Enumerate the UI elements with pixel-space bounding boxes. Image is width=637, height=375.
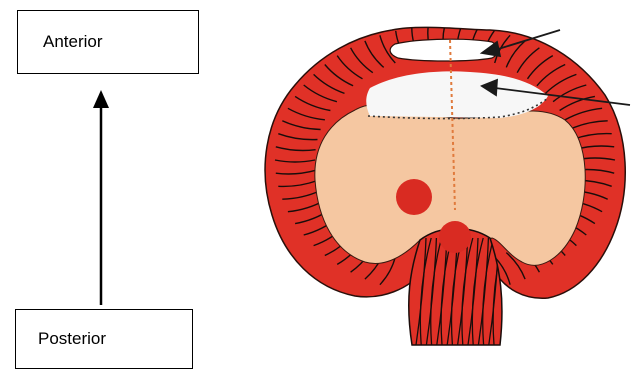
left-red-spot xyxy=(396,179,432,215)
top-slit xyxy=(390,39,498,61)
posterior-red-spot xyxy=(439,221,471,253)
